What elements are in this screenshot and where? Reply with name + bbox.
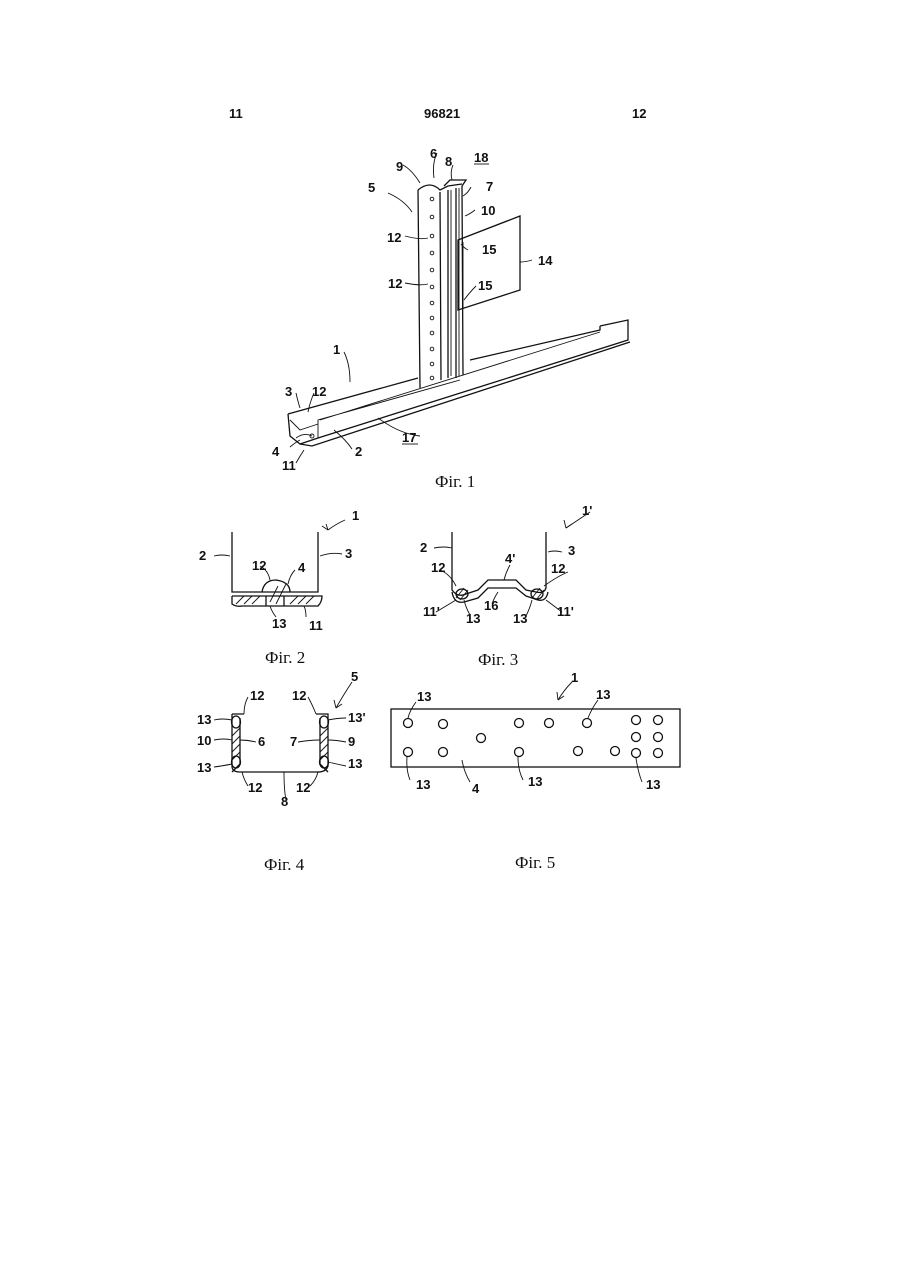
fig1-label-5: 5 [368, 180, 375, 195]
fig5-label-13d: 13 [528, 774, 542, 789]
figure-2-drawing [214, 520, 345, 617]
fig1-label-10: 10 [481, 203, 495, 218]
post-holes [430, 197, 434, 380]
figure-5-caption: Фіг. 5 [515, 853, 555, 873]
fig1-label-12a: 12 [387, 230, 401, 245]
figure-1-caption: Фіг. 1 [435, 472, 475, 492]
fig1-label-18: 18 [474, 150, 488, 165]
fig4-label-7: 7 [290, 734, 297, 749]
fig4-label-12c: 12 [248, 780, 262, 795]
figure-4-drawing [214, 682, 352, 800]
figure-2-caption: Фіг. 2 [265, 648, 305, 668]
fig1-label-12c: 12 [312, 384, 326, 399]
fig5-label-1: 1 [571, 670, 578, 685]
fig1-label-7: 7 [486, 179, 493, 194]
fig1-label-1: 1 [333, 342, 340, 357]
fig4-label-13b: 13 [197, 760, 211, 775]
figure-3-labels: 1' 2 3 4' 12 12 16 11' 13 13 11' [420, 503, 592, 626]
fig4-label-12b: 12 [292, 688, 306, 703]
fig1-label-8: 8 [445, 154, 452, 169]
fig4-label-13a: 13 [197, 712, 211, 727]
fig2-label-1: 1 [352, 508, 359, 523]
fig3-label-3: 3 [568, 543, 575, 558]
fig1-label-15a: 15 [482, 242, 496, 257]
fig3-label-11prime-a: 11' [423, 604, 440, 619]
figure-2-labels: 1 2 3 12 4 13 11 [199, 508, 359, 633]
figure-3-caption: Фіг. 3 [478, 650, 518, 670]
fig4-label-13c: 13 [348, 756, 362, 771]
fig4-label-6: 6 [258, 734, 265, 749]
fig1-label-3: 3 [285, 384, 292, 399]
fig5-label-13b: 13 [596, 687, 610, 702]
fig5-label-13c: 13 [416, 777, 430, 792]
fig3-label-16: 16 [484, 598, 498, 613]
fig2-label-12: 12 [252, 558, 266, 573]
fig1-label-15b: 15 [478, 278, 492, 293]
fig5-label-4: 4 [472, 781, 480, 796]
figure-1-labels: 9 6 8 18 5 7 10 12 15 14 12 15 1 3 12 17… [272, 146, 553, 473]
figure-5-drawing [391, 682, 680, 782]
figure-4-caption: Фіг. 4 [264, 855, 304, 875]
figure-5-labels: 1 13 13 13 4 13 13 [416, 670, 660, 796]
fig1-label-11: 11 [282, 458, 296, 473]
fig3-label-12a: 12 [431, 560, 445, 575]
fig3-label-1prime: 1' [582, 503, 592, 518]
fig2-label-2: 2 [199, 548, 206, 563]
fig2-label-13: 13 [272, 616, 286, 631]
fig4-label-8: 8 [281, 794, 288, 809]
figure-1-drawing [288, 153, 630, 463]
fig3-label-13b: 13 [513, 611, 527, 626]
fig2-label-3: 3 [345, 546, 352, 561]
fig4-label-5: 5 [351, 669, 358, 684]
fig1-label-12b: 12 [388, 276, 402, 291]
fig3-label-12b: 12 [551, 561, 565, 576]
fig2-label-4: 4 [298, 560, 306, 575]
strip-holes [404, 716, 663, 758]
fig4-label-12a: 12 [250, 688, 264, 703]
fig1-label-9: 9 [396, 159, 403, 174]
fig1-label-6: 6 [430, 146, 437, 161]
fig3-label-13a: 13 [466, 611, 480, 626]
fig1-label-14: 14 [538, 253, 553, 268]
fig2-label-11: 11 [309, 618, 323, 633]
fig1-label-2: 2 [355, 444, 362, 459]
fig5-label-13a: 13 [417, 689, 431, 704]
fig4-label-13prime: 13' [348, 710, 366, 725]
fig4-label-10: 10 [197, 733, 211, 748]
fig4-label-9: 9 [348, 734, 355, 749]
fig5-label-13e: 13 [646, 777, 660, 792]
fig4-label-12d: 12 [296, 780, 310, 795]
fig1-label-17: 17 [402, 430, 416, 445]
fig3-label-4prime: 4' [505, 551, 515, 566]
fig3-label-11prime-b: 11' [557, 604, 574, 619]
fig3-label-2: 2 [420, 540, 427, 555]
fig1-label-4: 4 [272, 444, 280, 459]
